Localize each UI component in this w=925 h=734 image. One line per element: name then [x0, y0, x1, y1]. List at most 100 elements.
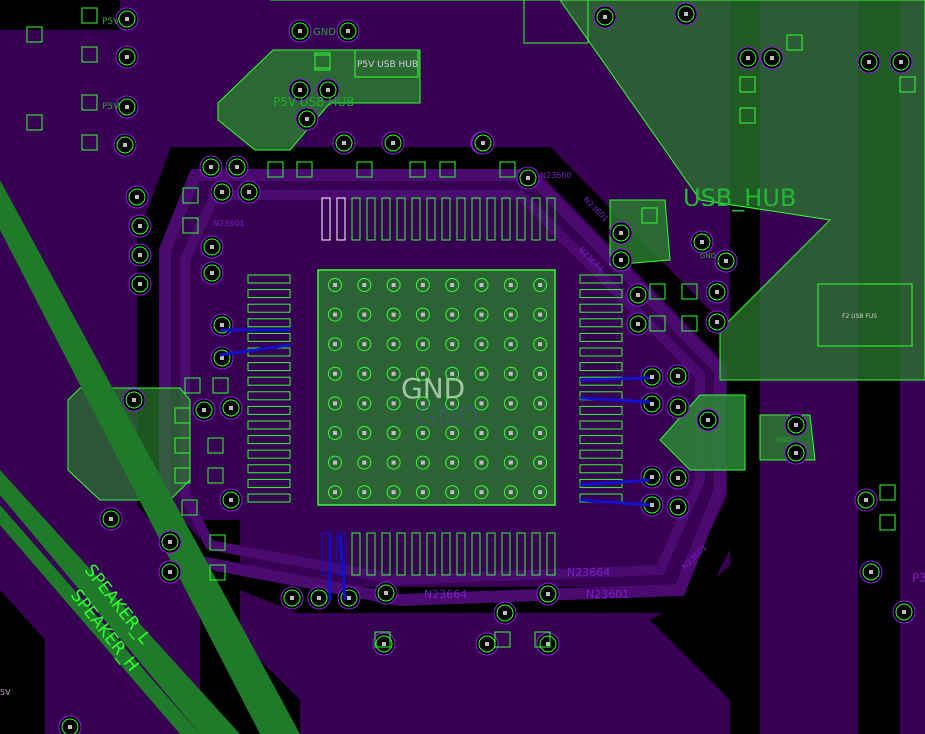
bga-ball: [445, 485, 460, 500]
bga-drill: [538, 490, 543, 495]
via-pad: [763, 49, 781, 67]
via-pad: [539, 635, 557, 653]
smd-pad: [314, 54, 331, 71]
chip-pin-right: [579, 376, 623, 386]
via-drill: [603, 15, 607, 19]
chip-pin-left: [247, 449, 291, 459]
bga-drill: [450, 490, 455, 495]
bga-drill: [538, 342, 543, 347]
bga-drill: [333, 283, 337, 287]
via-drill: [503, 611, 507, 615]
bga-drill: [362, 460, 367, 465]
fuse-footprint: [817, 283, 913, 347]
bga-drill: [538, 283, 543, 287]
via-pad: [161, 533, 179, 551]
via-pad: [125, 391, 143, 409]
bga-ball: [503, 366, 518, 381]
chip-pin-top: [441, 197, 451, 241]
bga-ball: [328, 307, 342, 322]
via-drill: [220, 190, 224, 194]
chip-pin-left: [247, 391, 291, 401]
chip-pin-left: [247, 362, 291, 372]
bga-ball: [533, 426, 548, 440]
bga-drill: [538, 312, 543, 317]
smd-pad: [649, 283, 666, 300]
bga-ball: [415, 278, 430, 292]
via-pad: [319, 81, 337, 99]
via-pad: [377, 584, 395, 602]
chip-pin-right: [579, 289, 623, 299]
net-label-n23664-a: N23664: [567, 566, 610, 579]
bga-grid: [328, 278, 548, 500]
bga-ball: [386, 485, 401, 500]
via-drill: [210, 271, 214, 275]
via-drill: [132, 398, 136, 402]
via-drill: [715, 290, 719, 294]
label-5v: 5V: [0, 688, 11, 697]
via-drill: [650, 503, 654, 507]
bga-ball: [328, 426, 342, 440]
via-drill: [391, 141, 395, 145]
bga-ball: [415, 426, 430, 440]
chip-pin-top: [321, 197, 331, 241]
bga-ball: [357, 396, 372, 411]
chip-pin-right: [579, 405, 623, 415]
chip-pin-right: [579, 449, 623, 459]
label-gnd-small-1: GND: [776, 436, 792, 444]
bga-ball: [415, 366, 430, 381]
bga-ball: [533, 278, 548, 292]
bga-ball: [445, 307, 460, 322]
bga-drill: [479, 371, 484, 376]
via-drill: [317, 596, 321, 600]
smd-pad: [494, 631, 511, 648]
chip-pin-bottom: [411, 532, 421, 576]
bga-drill: [362, 490, 367, 495]
chip-pin-right: [579, 332, 623, 342]
bga-drill: [508, 371, 513, 376]
via-drill: [384, 591, 388, 595]
via-pad: [669, 469, 687, 487]
via-pad: [787, 444, 805, 462]
via-pad: [298, 110, 316, 128]
via-drill: [700, 240, 704, 244]
via-pad: [213, 183, 231, 201]
bga-drill: [391, 490, 396, 495]
via-drill: [382, 642, 386, 646]
via-drill: [326, 88, 330, 92]
via-drill: [485, 642, 489, 646]
clearance-bottom-left-corner: [0, 590, 45, 734]
smd-pad: [174, 407, 191, 424]
bga-ball: [474, 307, 489, 322]
bga-drill: [420, 431, 425, 435]
bga-drill: [362, 312, 367, 317]
chip-pin-bottom: [456, 532, 466, 576]
via-pad: [228, 158, 246, 176]
via-drill: [210, 245, 214, 249]
chip-pin-top: [486, 197, 496, 241]
via-drill: [650, 475, 654, 479]
smd-pad: [81, 46, 98, 63]
net-label-n23660: N23660: [540, 171, 571, 180]
bga-ball: [357, 426, 372, 440]
via-pad: [240, 183, 258, 201]
bga-ball: [415, 307, 430, 322]
bga-ball: [533, 455, 548, 470]
bga-ball: [474, 455, 489, 470]
smd-pad: [26, 114, 43, 131]
chip-pin-top: [381, 197, 391, 241]
smd-pad: [786, 34, 803, 51]
bga-ball: [533, 485, 548, 500]
chip-pin-right: [579, 464, 623, 474]
bga-drill: [333, 312, 337, 317]
bga-ball: [474, 337, 489, 352]
bga-ball: [328, 485, 342, 500]
smd-pad: [649, 315, 666, 332]
via-pad: [222, 399, 240, 417]
smd-pad: [81, 7, 98, 24]
chip-pin-top: [351, 197, 361, 241]
via-pad: [128, 188, 146, 206]
via-pad: [222, 491, 240, 509]
bga-drill: [420, 401, 425, 406]
